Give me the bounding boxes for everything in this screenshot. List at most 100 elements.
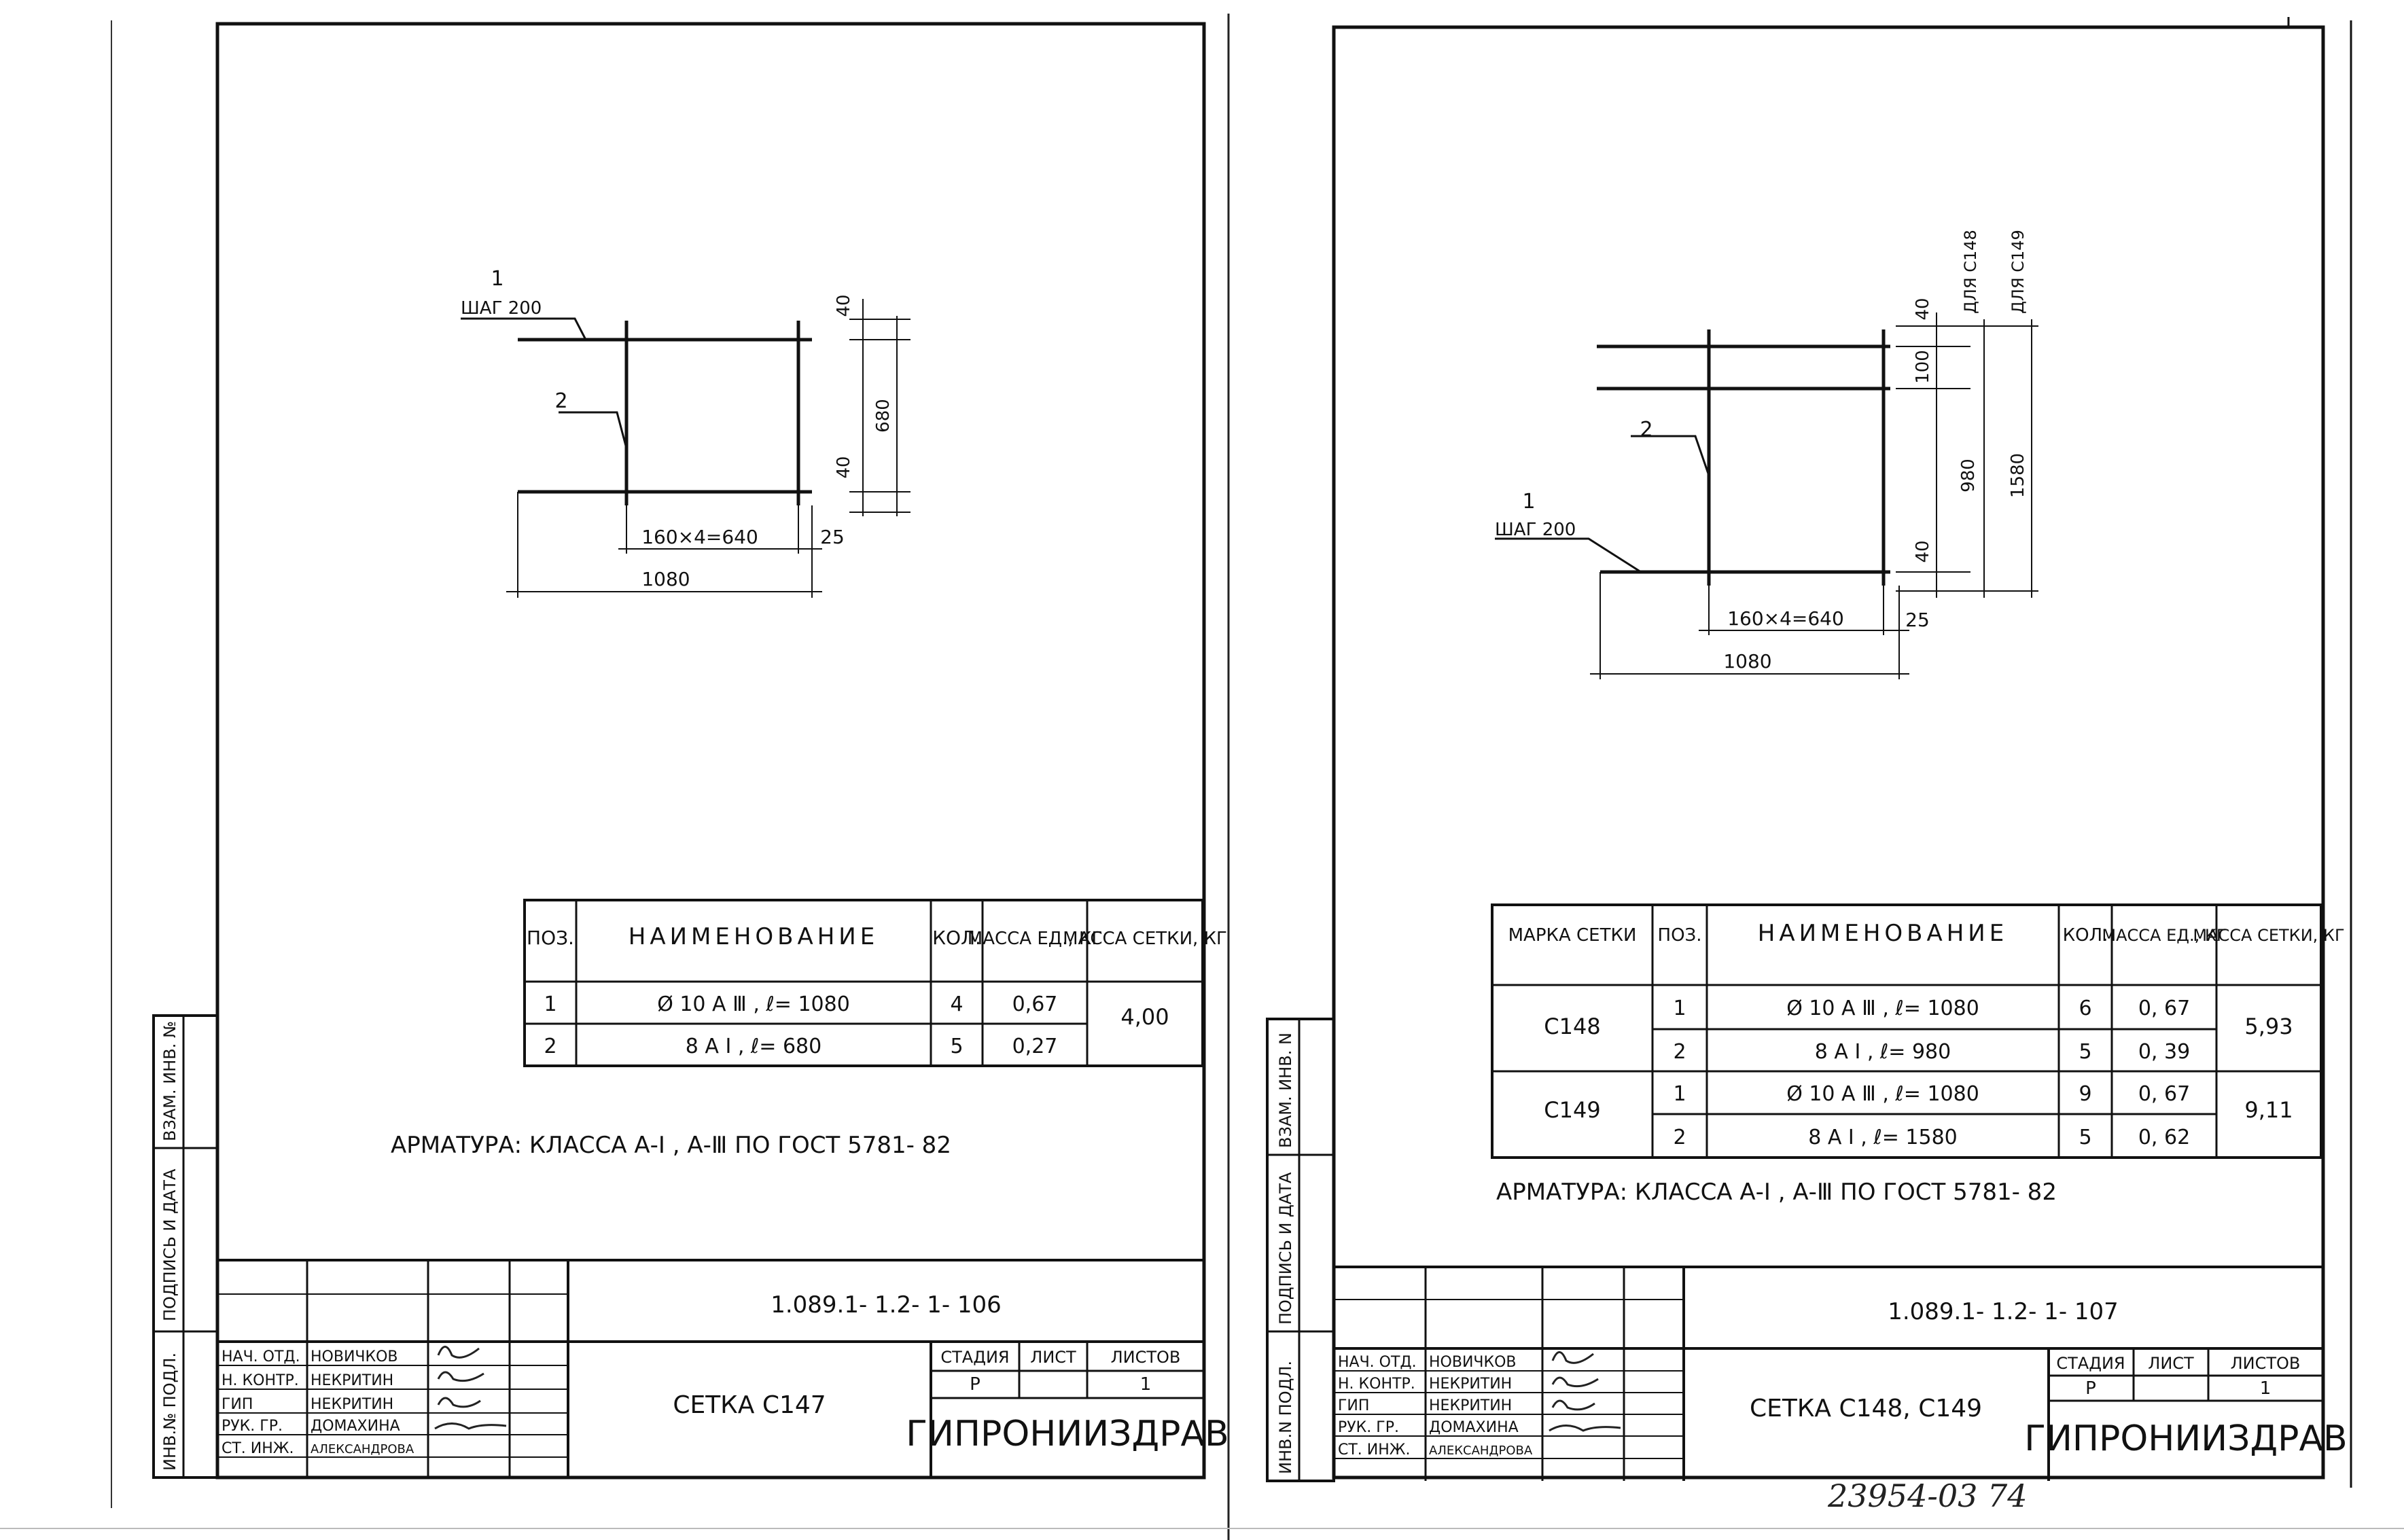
right-c149-row1-mass: 0, 67 <box>2138 1082 2190 1106</box>
left-signature-3 <box>437 1397 481 1408</box>
left-dim-height: 680 <box>873 399 894 433</box>
right-dim-top: 40 <box>1913 298 1933 320</box>
right-c149-row2-name: 8 A I , ℓ= 1580 <box>1808 1126 1958 1149</box>
left-role-2: Н. КОНТР. <box>222 1372 299 1389</box>
right-dim-bottom: 40 <box>1913 540 1933 562</box>
right-org: ГИПРОНИИЗДРАВ <box>2024 1418 2347 1459</box>
right-name-4: ДОМАХИНА <box>1429 1419 1519 1436</box>
right-sheets: 1 <box>2260 1378 2272 1399</box>
right-name-3: НЕКРИТИН <box>1429 1397 1512 1414</box>
right-c148-row2-name: 8 A I , ℓ= 980 <box>1815 1040 1951 1064</box>
left-pos1-step: ШАГ 200 <box>461 298 542 319</box>
left-pos1-label: 1 <box>491 267 503 291</box>
left-role-3: ГИП <box>222 1396 253 1413</box>
right-sheet-label: ЛИСТ <box>2148 1354 2194 1373</box>
right-role-3: ГИП <box>1338 1397 1369 1414</box>
right-signature-1 <box>1551 1351 1594 1364</box>
right-pos1-step: ШАГ 200 <box>1495 520 1576 540</box>
right-dim-end: 25 <box>1905 609 1930 631</box>
left-stage-label: СТАДИЯ <box>940 1348 1009 1367</box>
right-c149-row2-pos: 2 <box>1673 1126 1686 1149</box>
right-c149-row1-qty: 9 <box>2079 1082 2091 1106</box>
right-c149-row1-pos: 1 <box>1673 1082 1686 1106</box>
left-dim-top: 40 <box>834 294 854 317</box>
right-sheet <box>1266 17 2352 1488</box>
right-role-5: СТ. ИНЖ. <box>1338 1441 1410 1458</box>
right-spec-table <box>1491 903 2322 1159</box>
left-row2-name: 8 A I , ℓ= 680 <box>686 1035 821 1058</box>
left-signature-2 <box>437 1371 484 1382</box>
right-doc-code: 1.089.1- 1.2- 1- 107 <box>1888 1298 2119 1325</box>
left-signature-4 <box>434 1422 507 1430</box>
left-row2-qty: 5 <box>950 1035 963 1058</box>
right-th-mass-unit: МАССА ЕД., КГ <box>2102 926 2226 945</box>
right-side-label-2: ПОДПИСЬ И ДАТА <box>1276 1172 1295 1325</box>
right-texts: 2 1 ШАГ 200 40 100 40 980 1580 ДЛЯ С148 … <box>1276 230 2348 1514</box>
right-th-name: НАИМЕНОВАНИЕ <box>1758 920 2008 947</box>
left-spec-table <box>523 899 1204 1067</box>
left-org: ГИПРОНИИЗДРАВ <box>906 1414 1228 1454</box>
right-dim-gap: 100 <box>1913 350 1933 384</box>
left-frame <box>215 22 1206 1480</box>
right-role-2: Н. КОНТР. <box>1338 1376 1415 1393</box>
left-row1-qty: 4 <box>950 992 963 1016</box>
right-c148-row1-pos: 1 <box>1673 997 1686 1020</box>
left-role-1: НАЧ. ОТД. <box>222 1348 300 1365</box>
right-c148-row2-qty: 5 <box>2079 1040 2091 1064</box>
left-name-5: АЛЕКСАНДРОВА <box>311 1442 414 1456</box>
footer-stamp: 23954-03 74 <box>1827 1478 2028 1514</box>
right-c148-row1-qty: 6 <box>2079 997 2091 1020</box>
right-c148-row2-mass: 0, 39 <box>2138 1040 2190 1064</box>
right-side-label-1: ИНВ.N ПОДЛ. <box>1276 1361 1295 1474</box>
right-note: АРМАТУРА: КЛАССА А-I , А-Ⅲ ПО ГОСТ 5781-… <box>1496 1179 2057 1206</box>
left-dim-span: 160×4=640 <box>641 526 758 548</box>
left-name-1: НОВИЧКОВ <box>311 1348 398 1365</box>
right-stage: Р <box>2085 1378 2096 1399</box>
right-dim-span: 160×4=640 <box>1727 607 1844 630</box>
right-side-label-3: ВЗАМ. ИНВ. N <box>1276 1033 1295 1148</box>
right-name-2: НЕКРИТИН <box>1429 1376 1512 1393</box>
right-pos1-label: 1 <box>1522 490 1535 514</box>
left-dim-end: 25 <box>820 526 845 548</box>
right-title: СЕТКА С148, С149 <box>1750 1395 1982 1422</box>
left-texts: 1 ШАГ 200 2 40 680 40 160×4=640 25 1080 … <box>160 267 1229 1471</box>
right-dim-inner: 980 <box>1958 459 1979 493</box>
right-signature-3 <box>1551 1399 1595 1411</box>
right-frame <box>1332 25 2325 1480</box>
left-dim-total: 1080 <box>641 568 690 590</box>
right-signature-4 <box>1549 1425 1621 1432</box>
right-th-qty: КОЛ. <box>2063 925 2108 946</box>
left-stage: Р <box>970 1374 980 1395</box>
right-th-mass-total: МАССА СЕТКИ, КГ <box>2193 926 2344 945</box>
left-th-qty: КОЛ. <box>932 927 981 949</box>
left-sheets: 1 <box>1140 1374 1152 1395</box>
left-row1-mass: 0,67 <box>1012 992 1058 1016</box>
left-sheet-label: ЛИСТ <box>1030 1348 1076 1367</box>
right-c149-row1-name: Ø 10 A Ⅲ , ℓ= 1080 <box>1786 1082 1979 1106</box>
right-c149-row2-mass: 0, 62 <box>2138 1126 2190 1149</box>
left-name-3: НЕКРИТИН <box>311 1396 393 1413</box>
right-c148-row2-pos: 2 <box>1673 1040 1686 1064</box>
right-label-c149: ДЛЯ С149 <box>2009 230 2028 314</box>
right-dim-total: 1080 <box>1723 650 1771 673</box>
left-title: СЕТКА С147 <box>673 1391 826 1419</box>
left-row1-name: Ø 10 A Ⅲ , ℓ= 1080 <box>657 992 850 1016</box>
left-row2-mass: 0,27 <box>1012 1035 1058 1058</box>
right-label-c148: ДЛЯ С148 <box>1961 230 1980 314</box>
right-total-c148: 5,93 <box>2244 1014 2293 1039</box>
right-sheets-label: ЛИСТОВ <box>2231 1354 2301 1373</box>
left-name-2: НЕКРИТИН <box>311 1372 393 1389</box>
left-side-label-3: ВЗАМ. ИНВ. № <box>160 1021 179 1141</box>
right-name-1: НОВИЧКОВ <box>1429 1354 1517 1371</box>
right-c149-row2-qty: 5 <box>2079 1126 2091 1149</box>
right-side-strip <box>1266 1018 1335 1482</box>
right-mark-c148: С148 <box>1544 1014 1600 1039</box>
left-th-pos: ПОЗ. <box>527 927 574 949</box>
right-c148-row1-name: Ø 10 A Ⅲ , ℓ= 1080 <box>1786 997 1979 1020</box>
left-signature-1 <box>437 1346 480 1359</box>
right-pos2-label: 2 <box>1640 418 1652 442</box>
left-note: АРМАТУРА: КЛАССА А-I , А-Ⅲ ПО ГОСТ 5781-… <box>391 1132 951 1159</box>
right-role-4: РУК. ГР. <box>1338 1419 1399 1436</box>
left-doc-code: 1.089.1- 1.2- 1- 106 <box>771 1291 1002 1319</box>
